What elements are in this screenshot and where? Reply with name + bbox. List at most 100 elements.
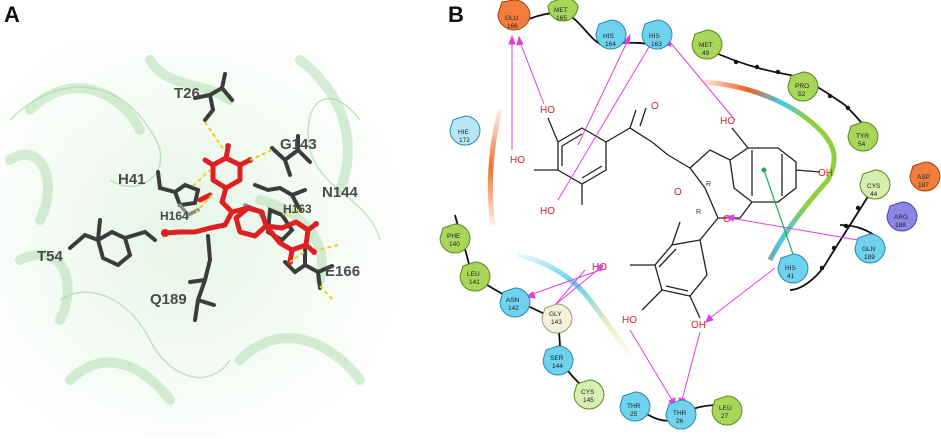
ligand-atom-labels: HO HO HO O O HO OH O HO HO OH R R	[510, 101, 833, 331]
atom-o-carbonyl: O	[651, 101, 659, 112]
backbone-chains	[454, 12, 881, 422]
panel-a-letter: A	[4, 2, 20, 27]
svg-text:MET: MET	[554, 7, 568, 14]
svg-text:HIE: HIE	[458, 129, 470, 136]
residue-leu27: LEU 27	[711, 395, 743, 426]
svg-text:25: 25	[630, 411, 638, 418]
pocket-contour-left	[487, 109, 503, 226]
svg-text:GLY: GLY	[549, 311, 562, 318]
atom-oh-8: OH	[691, 320, 706, 331]
stereo-r-1: R	[706, 181, 711, 188]
svg-text:THR: THR	[627, 403, 641, 410]
label-e166: E166	[325, 263, 360, 280]
svg-text:MET: MET	[699, 42, 713, 49]
svg-text:52: 52	[798, 91, 806, 98]
pocket-contour-bottom	[517, 252, 633, 357]
pocket-contour-top	[699, 79, 837, 262]
residue-pro52: PRO 52	[787, 71, 819, 102]
residue-arg188: ARG 188	[886, 201, 918, 232]
residue-leu141: LEU 141	[459, 261, 491, 292]
protein-ribbons	[5, 55, 365, 405]
svg-text:GLN: GLN	[862, 246, 876, 253]
panel-b-letter: B	[448, 2, 464, 27]
backbone-dots	[733, 59, 861, 271]
label-g143: G143	[280, 136, 317, 153]
panel-a: A T26 G143 H41 N144 H164 H163 T54 Q189 E…	[0, 2, 400, 435]
svg-text:163: 163	[651, 41, 662, 48]
label-t26: T26	[174, 85, 200, 102]
ligand-atoms	[161, 143, 319, 265]
residue-cys44: CYS 44	[859, 169, 891, 200]
svg-text:HIS: HIS	[649, 33, 661, 40]
svg-text:ASN: ASN	[506, 297, 520, 304]
residue-glu166: GLU 166	[497, 0, 531, 31]
residue-tyr54: TYR 54	[847, 121, 879, 152]
svg-text:PHE: PHE	[447, 233, 461, 240]
label-n144: N144	[322, 184, 359, 201]
protein-ribbon-outlines	[9, 86, 381, 379]
svg-text:ASP: ASP	[917, 174, 930, 181]
label-q189: Q189	[150, 291, 187, 308]
residue-thr26: THR 26	[665, 399, 697, 430]
svg-text:27: 27	[721, 413, 729, 420]
residue-nodes: GLU 166 MET 165 HIS 164 HIS 163 MET	[439, 0, 941, 430]
pi-stacking	[761, 167, 798, 266]
svg-text:172: 172	[459, 137, 470, 144]
svg-text:THR: THR	[673, 410, 687, 417]
label-h164: H164	[160, 209, 189, 223]
svg-text:GLU: GLU	[505, 15, 519, 22]
residue-met49: MET 49	[691, 29, 723, 60]
atom-o-ester: O	[674, 187, 682, 198]
svg-text:PRO: PRO	[795, 83, 809, 90]
svg-text:ARG: ARG	[894, 214, 908, 221]
svg-text:SER: SER	[550, 355, 564, 362]
svg-text:189: 189	[864, 254, 875, 261]
residue-hie172: HIE 172	[449, 115, 481, 146]
svg-text:188: 188	[895, 222, 906, 229]
residue-phe140: PHE 140	[439, 223, 471, 254]
svg-text:CYS: CYS	[581, 389, 595, 396]
label-h163: H163	[283, 202, 312, 216]
svg-text:142: 142	[508, 305, 519, 312]
label-h41: H41	[118, 171, 146, 188]
svg-text:HIS: HIS	[785, 265, 797, 272]
svg-text:144: 144	[552, 363, 563, 370]
stereo-r-2: R	[696, 209, 701, 216]
residue-asn142: ASN 142	[499, 287, 531, 318]
atom-oh-1: HO	[540, 105, 555, 116]
atom-oh-3: HO	[540, 206, 555, 217]
svg-text:44: 44	[870, 191, 878, 198]
svg-text:41: 41	[787, 273, 795, 280]
atom-oh-5: OH	[818, 168, 833, 179]
svg-text:141: 141	[469, 279, 480, 286]
atom-oh-7: HO	[622, 315, 637, 326]
residue-gln189: GLN 189	[854, 233, 886, 264]
residue-gly143: GLY 143	[541, 303, 573, 334]
svg-text:143: 143	[551, 319, 562, 326]
svg-text:164: 164	[605, 41, 616, 48]
svg-text:165: 165	[556, 15, 567, 22]
label-t54: T54	[37, 248, 64, 265]
svg-text:187: 187	[918, 182, 929, 189]
ligand-structure	[534, 107, 821, 319]
atom-oh-4: HO	[720, 116, 735, 127]
residue-thr25: THR 25	[619, 391, 651, 422]
svg-text:26: 26	[676, 418, 684, 425]
svg-text:166: 166	[507, 23, 518, 30]
svg-text:TYR: TYR	[856, 133, 869, 140]
svg-text:HIS: HIS	[603, 33, 615, 40]
svg-text:CYS: CYS	[867, 183, 881, 190]
svg-text:49: 49	[702, 50, 710, 57]
residue-ser144: SER 144	[542, 345, 574, 376]
ligand-sticks	[162, 145, 319, 265]
residue-his164: HIS 164	[595, 19, 627, 50]
svg-text:145: 145	[583, 397, 594, 404]
residue-his163: HIS 163	[641, 19, 673, 50]
residue-his41: HIS 41	[777, 253, 809, 284]
svg-text:54: 54	[858, 141, 866, 148]
atom-o-ring: O	[723, 214, 731, 225]
svg-text:140: 140	[449, 241, 460, 248]
residue-met165: MET 165	[547, 0, 579, 22]
hbond-dashes	[192, 121, 339, 301]
